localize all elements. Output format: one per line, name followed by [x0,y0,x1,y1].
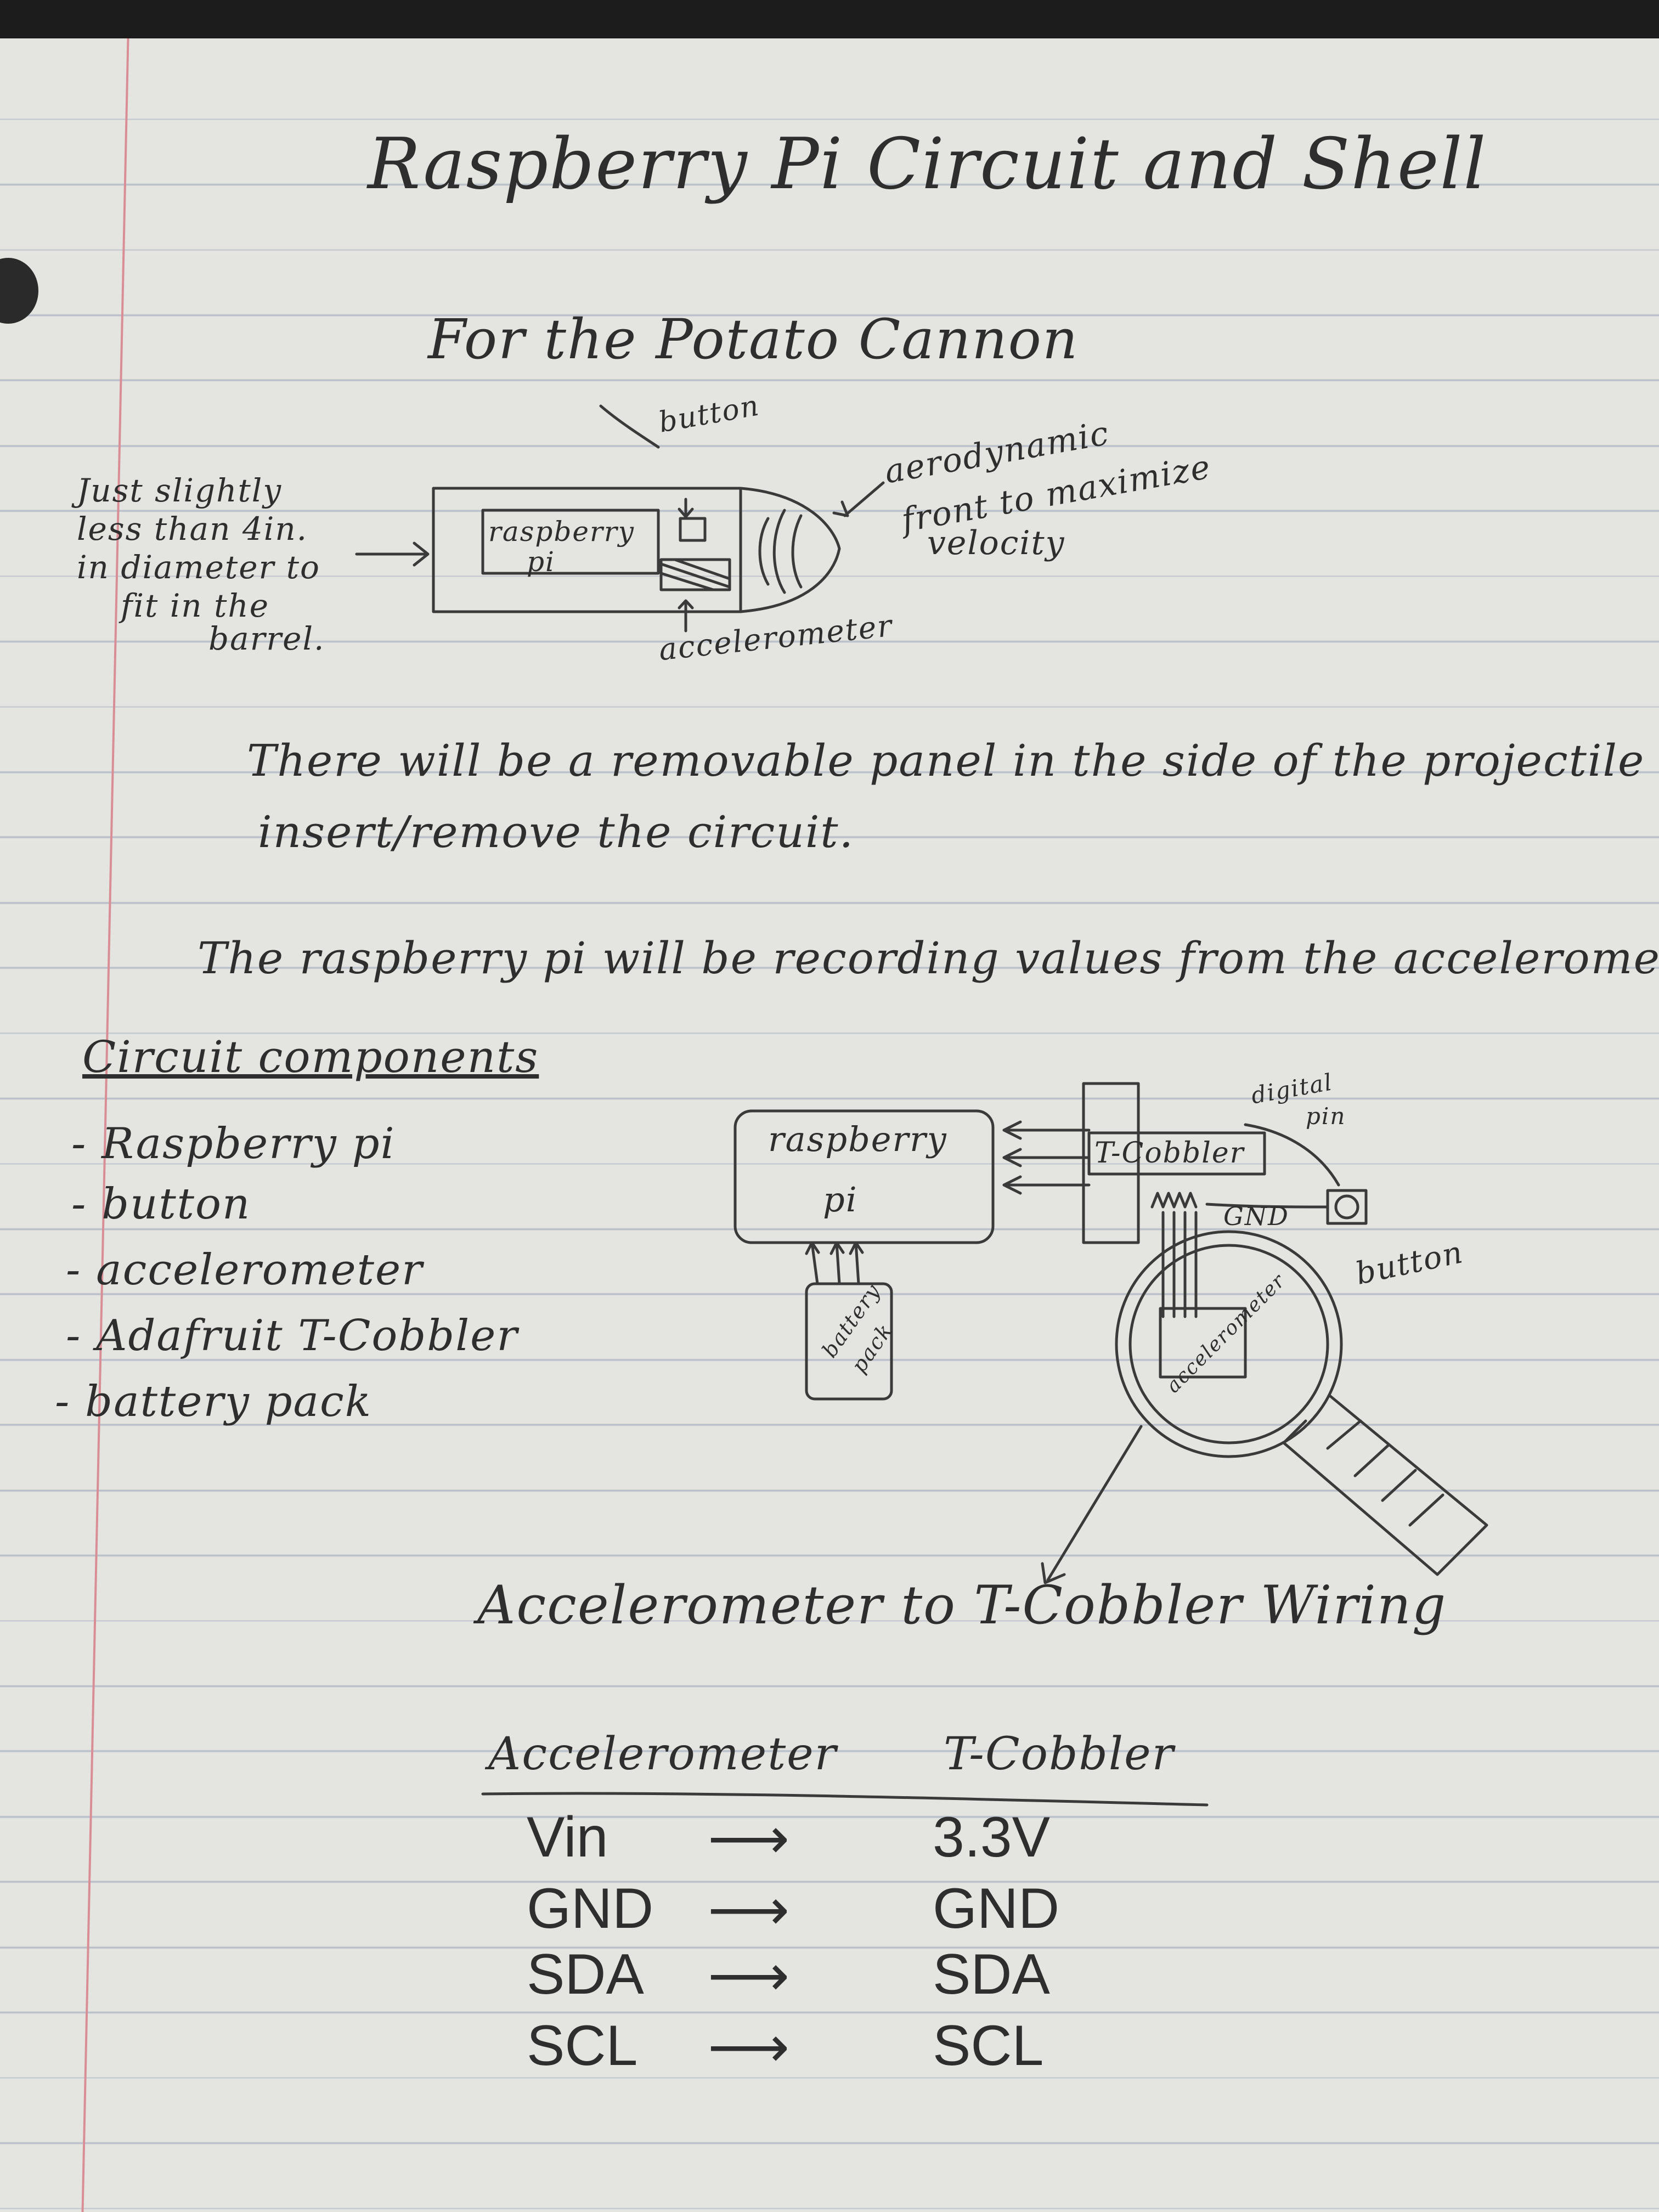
wiring-to: 3.3V [933,1805,1050,1869]
wiring-title: Accelerometer to T-Cobbler Wiring [477,1575,1447,1636]
components-heading: Circuit components [82,1031,539,1082]
wiring-row: SCL ⟶ SCL [527,2013,1075,2079]
component-item: - Adafruit T-Cobbler [66,1311,518,1361]
component-item: - button [71,1180,251,1229]
shell-pi-label-1: raspberry [488,516,635,548]
circuit-pi-label-2: pi [823,1180,858,1220]
note-panel-line-2: insert/remove the circuit. [258,806,854,857]
component-item: - Raspberry pi [71,1119,396,1169]
wiring-row: Vin ⟶ 3.3V [527,1805,1075,1871]
gnd-label: GND [1223,1201,1289,1231]
notebook-page [0,38,1659,2212]
digital-pin-label-2: pin [1306,1103,1346,1130]
size-note-line-1: Just slightly [77,472,283,509]
wiring-to: SCL [933,2014,1044,2078]
size-note-line-2: less than 4in. [77,510,308,548]
page-title: Raspberry Pi Circuit and Shell [368,123,1487,205]
wiring-header-tcobbler: T-Cobbler [944,1728,1175,1780]
size-note-line-4: fit in the [121,587,270,624]
note-panel-line-1: There will be a removable panel in the s… [247,735,1659,786]
tcobbler-label: T-Cobbler [1094,1137,1245,1170]
wiring-arrow-icon: ⟶ [708,1878,790,1942]
wiring-from: GND [527,1877,654,1940]
size-note-line-5: barrel. [208,620,325,657]
circuit-pi-label-1: raspberry [768,1119,947,1159]
wiring-header-accelerometer: Accelerometer [488,1728,837,1780]
component-item: - battery pack [55,1377,372,1426]
wiring-row: GND ⟶ GND [527,1876,1075,1942]
wiring-arrow-icon: ⟶ [708,2016,790,2079]
wiring-arrow-icon: ⟶ [708,1944,790,2008]
shell-pi-label-2: pi [527,546,555,578]
wiring-to: SDA [933,1943,1050,2006]
wiring-arrow-icon: ⟶ [708,1807,790,1871]
wiring-from: Vin [527,1805,608,1869]
wiring-to: GND [933,1877,1060,1940]
component-item: - accelerometer [66,1245,424,1295]
page-subtitle: For the Potato Cannon [428,307,1079,371]
front-note-line-3: velocity [927,524,1065,562]
note-recording: The raspberry pi will be recording value… [198,933,1659,984]
size-note-line-3: in diameter to [77,549,320,586]
wiring-row: SDA ⟶ SDA [527,1942,1075,2008]
wiring-from: SCL [527,2014,638,2078]
wiring-from: SDA [527,1943,644,2006]
